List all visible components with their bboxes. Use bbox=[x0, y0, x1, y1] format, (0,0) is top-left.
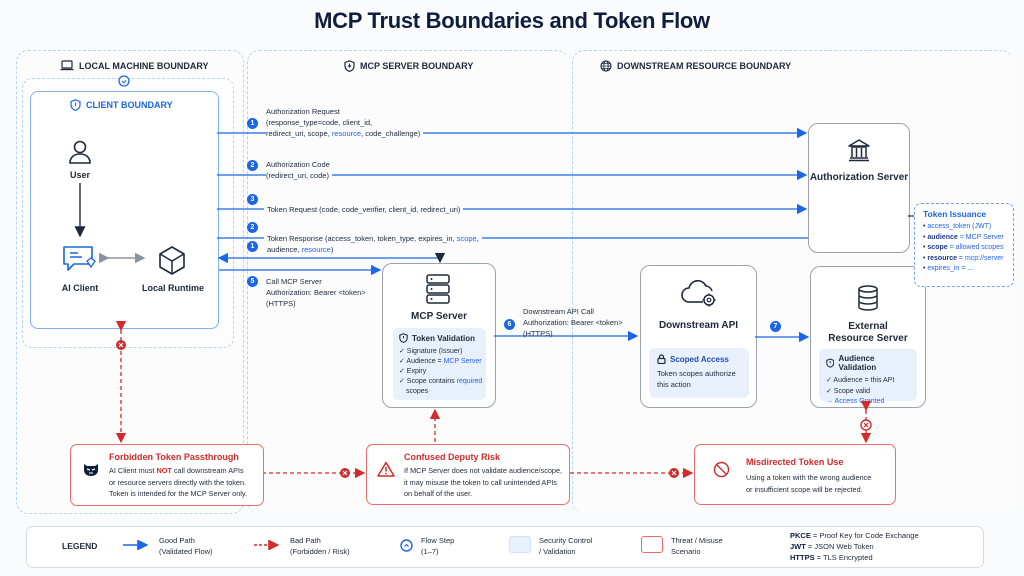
local-machine-boundary-title: LOCAL MACHINE BOUNDARY bbox=[60, 60, 209, 71]
mcp-server-label: MCP Server bbox=[411, 311, 467, 322]
mcp-server-node[interactable]: MCP Server Token Validation ✓ Signature … bbox=[382, 263, 496, 408]
block-icon bbox=[860, 419, 872, 431]
downstream-boundary-title: DOWNSTREAM RESOURCE BOUNDARY bbox=[600, 60, 791, 72]
user-icon bbox=[69, 140, 91, 164]
authorization-server-node[interactable]: Authorization Server bbox=[808, 123, 910, 253]
flow-5-label: Call MCP Server Authorization: Bearer <t… bbox=[266, 277, 366, 308]
flow-2-label: Authorization Code (redirect_uri, code) bbox=[266, 159, 332, 181]
client-boundary bbox=[30, 91, 219, 329]
mask-icon bbox=[84, 464, 98, 476]
step-badge-3: 3 bbox=[247, 194, 258, 205]
step-badge-2: 2 bbox=[247, 160, 258, 171]
abbreviations: PKCE = Proof Key for Code Exchange JWT =… bbox=[790, 531, 919, 562]
flow-6-label: Downstream API Call Authorization: Beare… bbox=[523, 307, 623, 338]
page-title: MCP Trust Boundaries and Token Flow bbox=[314, 8, 710, 33]
prohibited-icon bbox=[713, 461, 730, 478]
warning-icon bbox=[377, 461, 395, 477]
security-control-swatch bbox=[509, 536, 531, 553]
flow-3-label: Token Request (code, code_verifier, clie… bbox=[264, 204, 464, 215]
local-runtime-label: Local Runtime bbox=[141, 283, 204, 293]
audience-validation-panel: Audience Validation ✓ Audience = this AP… bbox=[819, 349, 917, 405]
step-badge-5: 5 bbox=[247, 276, 258, 287]
threat-misdirected-token: Misdirected Token Use Using a token with… bbox=[694, 444, 896, 505]
lock-icon bbox=[657, 354, 666, 364]
block-icon bbox=[116, 340, 126, 350]
step-badge-7: 7 bbox=[770, 321, 781, 332]
server-icon bbox=[426, 274, 450, 304]
authorization-server-label: Authorization Server bbox=[809, 172, 909, 183]
external-resource-server-label-2: Resource Server bbox=[828, 333, 908, 344]
globe-icon bbox=[600, 60, 612, 72]
token-issuance-callout: Token Issuance • access_token (JWT) • au… bbox=[914, 203, 1014, 287]
block-icon bbox=[669, 468, 679, 478]
step-badge-1: 1 bbox=[247, 118, 258, 129]
step-badge-6: 6 bbox=[504, 319, 515, 330]
threat-forbidden-passthrough: Forbidden Token Passthrough AI Client mu… bbox=[70, 444, 264, 506]
mcp-server-boundary-title: MCP SERVER BOUNDARY bbox=[344, 60, 473, 72]
laptop-icon bbox=[60, 60, 74, 71]
ai-client-label: AI Client bbox=[61, 283, 99, 293]
bank-icon bbox=[848, 139, 870, 162]
flow-step-swatch bbox=[400, 539, 413, 552]
block-icon bbox=[340, 468, 350, 478]
gear-shield-icon bbox=[118, 75, 130, 87]
database-icon bbox=[858, 285, 878, 311]
shield-icon bbox=[70, 99, 81, 111]
step-badge-4: 2 bbox=[247, 222, 258, 233]
threat-swatch bbox=[641, 536, 663, 553]
downstream-api-node[interactable]: Downstream API Scoped Access Token scope… bbox=[640, 265, 757, 408]
legend-title: LEGEND bbox=[62, 541, 98, 551]
shield-icon bbox=[344, 60, 355, 72]
shield-icon bbox=[399, 333, 408, 343]
token-validation-panel: Token Validation ✓ Signature (Issuer) ✓ … bbox=[393, 328, 486, 400]
step-badge-4b: 1 bbox=[247, 241, 258, 252]
bad-path-swatch bbox=[254, 540, 280, 550]
flow-1-label: Authorization Request (response_type=cod… bbox=[266, 106, 424, 139]
flow-4-label: Token Response (access_token, token_type… bbox=[264, 233, 482, 255]
external-resource-server-label-1: External bbox=[848, 321, 888, 332]
cube-icon bbox=[159, 246, 185, 275]
client-boundary-title: CLIENT BOUNDARY bbox=[70, 99, 173, 111]
shield-icon bbox=[826, 358, 835, 368]
cloud-gear-icon bbox=[681, 280, 716, 307]
good-path-swatch bbox=[123, 540, 149, 550]
legend: LEGEND Good Path(Validated Flow) Bad Pat… bbox=[26, 526, 984, 568]
external-resource-server-node[interactable]: External Resource Server Audience Valida… bbox=[810, 266, 926, 408]
threat-confused-deputy: Confused Deputy Risk If MCP Server does … bbox=[366, 444, 570, 505]
user-label: User bbox=[69, 170, 90, 180]
scoped-access-panel: Scoped Access Token scopes authorize thi… bbox=[649, 348, 749, 398]
ai-client-icon bbox=[63, 246, 96, 271]
downstream-api-label: Downstream API bbox=[658, 320, 739, 331]
